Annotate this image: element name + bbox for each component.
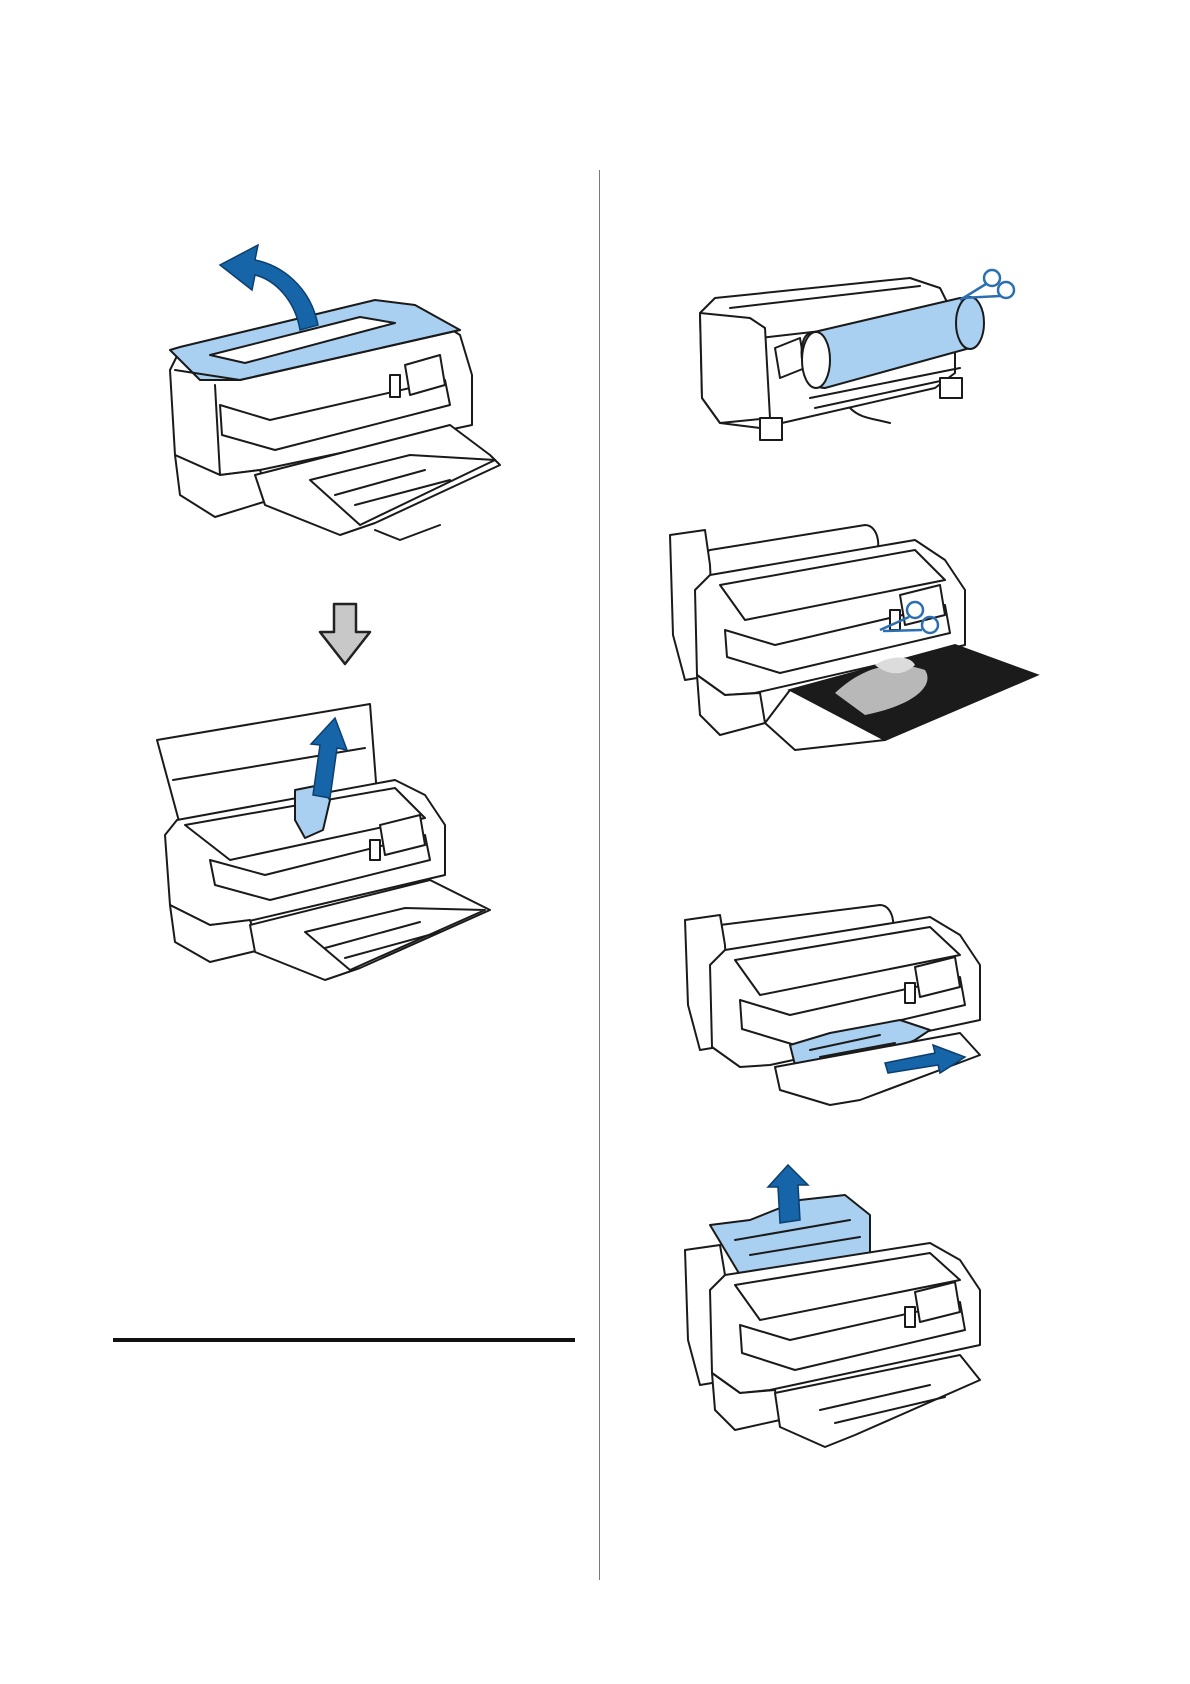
section-rule <box>113 1338 575 1342</box>
printer-pull-paper-top-illustration <box>680 1165 1020 1485</box>
printer-scissors-illustration <box>665 525 1045 785</box>
printer-cover-open-illustration <box>160 255 540 585</box>
printer-remove-paper-illustration <box>155 700 540 1040</box>
column-divider <box>599 170 600 1580</box>
printer-pull-paper-front-illustration <box>680 905 1020 1125</box>
down-arrow-icon <box>318 602 372 668</box>
roll-paper-scissors-illustration <box>690 258 1020 448</box>
